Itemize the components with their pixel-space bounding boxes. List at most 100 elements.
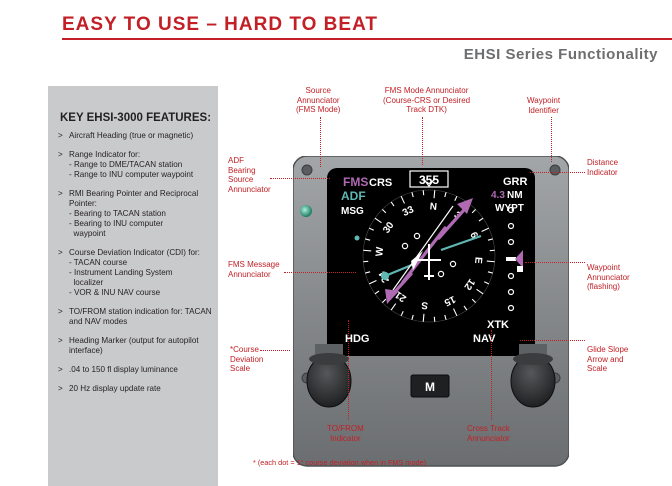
heading-readout-box — [409, 170, 449, 188]
compass-tick — [444, 314, 447, 320]
compass-tick — [365, 271, 371, 274]
compass-label: 33 — [401, 204, 416, 219]
compass-tick — [484, 281, 490, 285]
compass-tick — [481, 227, 490, 232]
leader-line — [491, 330, 492, 420]
leader-line — [520, 340, 585, 341]
mode-button[interactable]: M — [410, 374, 450, 398]
feature-item: RMI Bearing Pointer and Reciprocal Point… — [58, 189, 218, 239]
compass-tick — [422, 313, 425, 322]
wypt-annunciator: WYPT — [495, 203, 524, 214]
compass-label: 6 — [467, 230, 480, 240]
course-arrowhead-icon — [457, 198, 473, 214]
compass-tick — [368, 280, 377, 285]
compass-tick — [454, 195, 458, 201]
leader-line — [551, 117, 552, 162]
glide-slope-center-mark — [506, 257, 516, 261]
feature-subitem: - Range to DME/TACAN station — [69, 160, 183, 169]
leader-line — [320, 117, 321, 167]
compass-tick — [478, 217, 484, 222]
feature-text: .04 to 150 fl display luminance — [69, 365, 178, 374]
leader-line — [284, 272, 356, 273]
compass-tick — [486, 260, 495, 263]
compass-label: S — [421, 299, 429, 311]
status-led-icon — [300, 205, 312, 217]
ehsi-bezel: N36E1215S2124W3033 — [293, 156, 569, 467]
compass-tick — [476, 288, 484, 295]
feature-item: Heading Marker (output for autopilot int… — [58, 336, 218, 356]
feature-text: Course Deviation Indicator (CDI) for: — [69, 248, 200, 257]
feature-item: Course Deviation Indicator (CDI) for:- T… — [58, 248, 218, 298]
feature-subitem: - Range to INU computer waypoint — [69, 170, 194, 179]
heading-marker-icon — [422, 177, 436, 188]
callout-fms-mode-annunciator: FMS Mode Annunciator(Course-CRS or Desir… — [383, 86, 471, 114]
compass-tick — [400, 311, 404, 317]
compass-tick — [390, 201, 395, 207]
compass-tick — [411, 314, 414, 320]
footnote: * (each dot = 1° course deviation when i… — [253, 458, 427, 467]
waypoint-annunciator-icon — [517, 266, 523, 272]
leader-line — [422, 117, 423, 165]
ehsi-screen — [327, 168, 535, 356]
compass-tick — [487, 238, 493, 241]
compass-tick — [463, 305, 468, 311]
heading-readout: 355 — [419, 173, 439, 187]
ehsi-instrument: N36E1215S2124W3033 — [293, 156, 569, 486]
feature-subitem: localizer — [69, 278, 104, 287]
bearing-pointer — [392, 205, 454, 291]
xtk-annunciator: XTK — [487, 319, 509, 331]
compass-tick — [365, 238, 371, 241]
crs-mode-annunciator: CRS — [369, 177, 392, 189]
feature-subitem: - Bearing to TACAN station — [69, 209, 166, 218]
feature-item: Range Indicator for:- Range to DME/TACAN… — [58, 150, 218, 180]
feature-subitem: - Bearing to INU computer — [69, 219, 164, 228]
aircraft-symbol-icon — [417, 244, 441, 280]
compass-tick — [453, 308, 458, 317]
compass-tick — [390, 303, 397, 311]
screw-icon — [549, 164, 561, 176]
course-knob[interactable] — [510, 344, 556, 408]
glide-slope-arrow-icon — [515, 250, 523, 268]
feature-subitem: waypoint — [69, 229, 106, 238]
page-headline: EASY TO USE – HARD TO BEAT — [62, 14, 378, 35]
compass-tick — [487, 271, 493, 274]
compass-label: W — [374, 246, 386, 257]
features-title: KEY EHSI-3000 FEATURES: — [60, 112, 212, 124]
heading-knob[interactable] — [306, 344, 352, 408]
nav-annunciator: NAV — [473, 333, 496, 345]
compass-tick — [368, 227, 374, 231]
feature-text: TO/FROM station indication for: TACAN an… — [69, 307, 212, 326]
feature-sublist: - Bearing to TACAN station- Bearing to I… — [69, 209, 218, 239]
compass-tick — [433, 190, 436, 199]
feature-subitem: - VOR & INU NAV course — [69, 288, 161, 297]
compass-tick — [411, 192, 414, 198]
leader-line — [525, 262, 585, 263]
compass-label: 15 — [442, 293, 457, 308]
feature-item: .04 to 150 fl display luminance — [58, 365, 218, 375]
feature-item: TO/FROM station indication for: TACAN an… — [58, 307, 218, 327]
feature-subitem: - Instrument Landing System — [69, 268, 173, 277]
feature-item: 20 Hz display update rate — [58, 384, 218, 394]
compass-tick — [381, 208, 387, 214]
leader-line — [270, 178, 330, 179]
leader-line — [260, 350, 290, 351]
leader-line — [530, 172, 585, 173]
fms-source-annunciator: FMS — [343, 175, 368, 189]
feature-sublist: - TACAN course- Instrument Landing Syste… — [69, 258, 218, 298]
compass-label: N — [429, 201, 437, 213]
compass-tick — [444, 192, 447, 198]
hdg-annunciator: HDG — [345, 333, 369, 345]
course-deviation-scale — [401, 232, 457, 278]
features-list: Aircraft Heading (true or magnetic)Range… — [58, 131, 218, 403]
compass-tick — [374, 290, 380, 295]
compass-tick — [381, 298, 387, 304]
compass-tick — [363, 249, 372, 252]
